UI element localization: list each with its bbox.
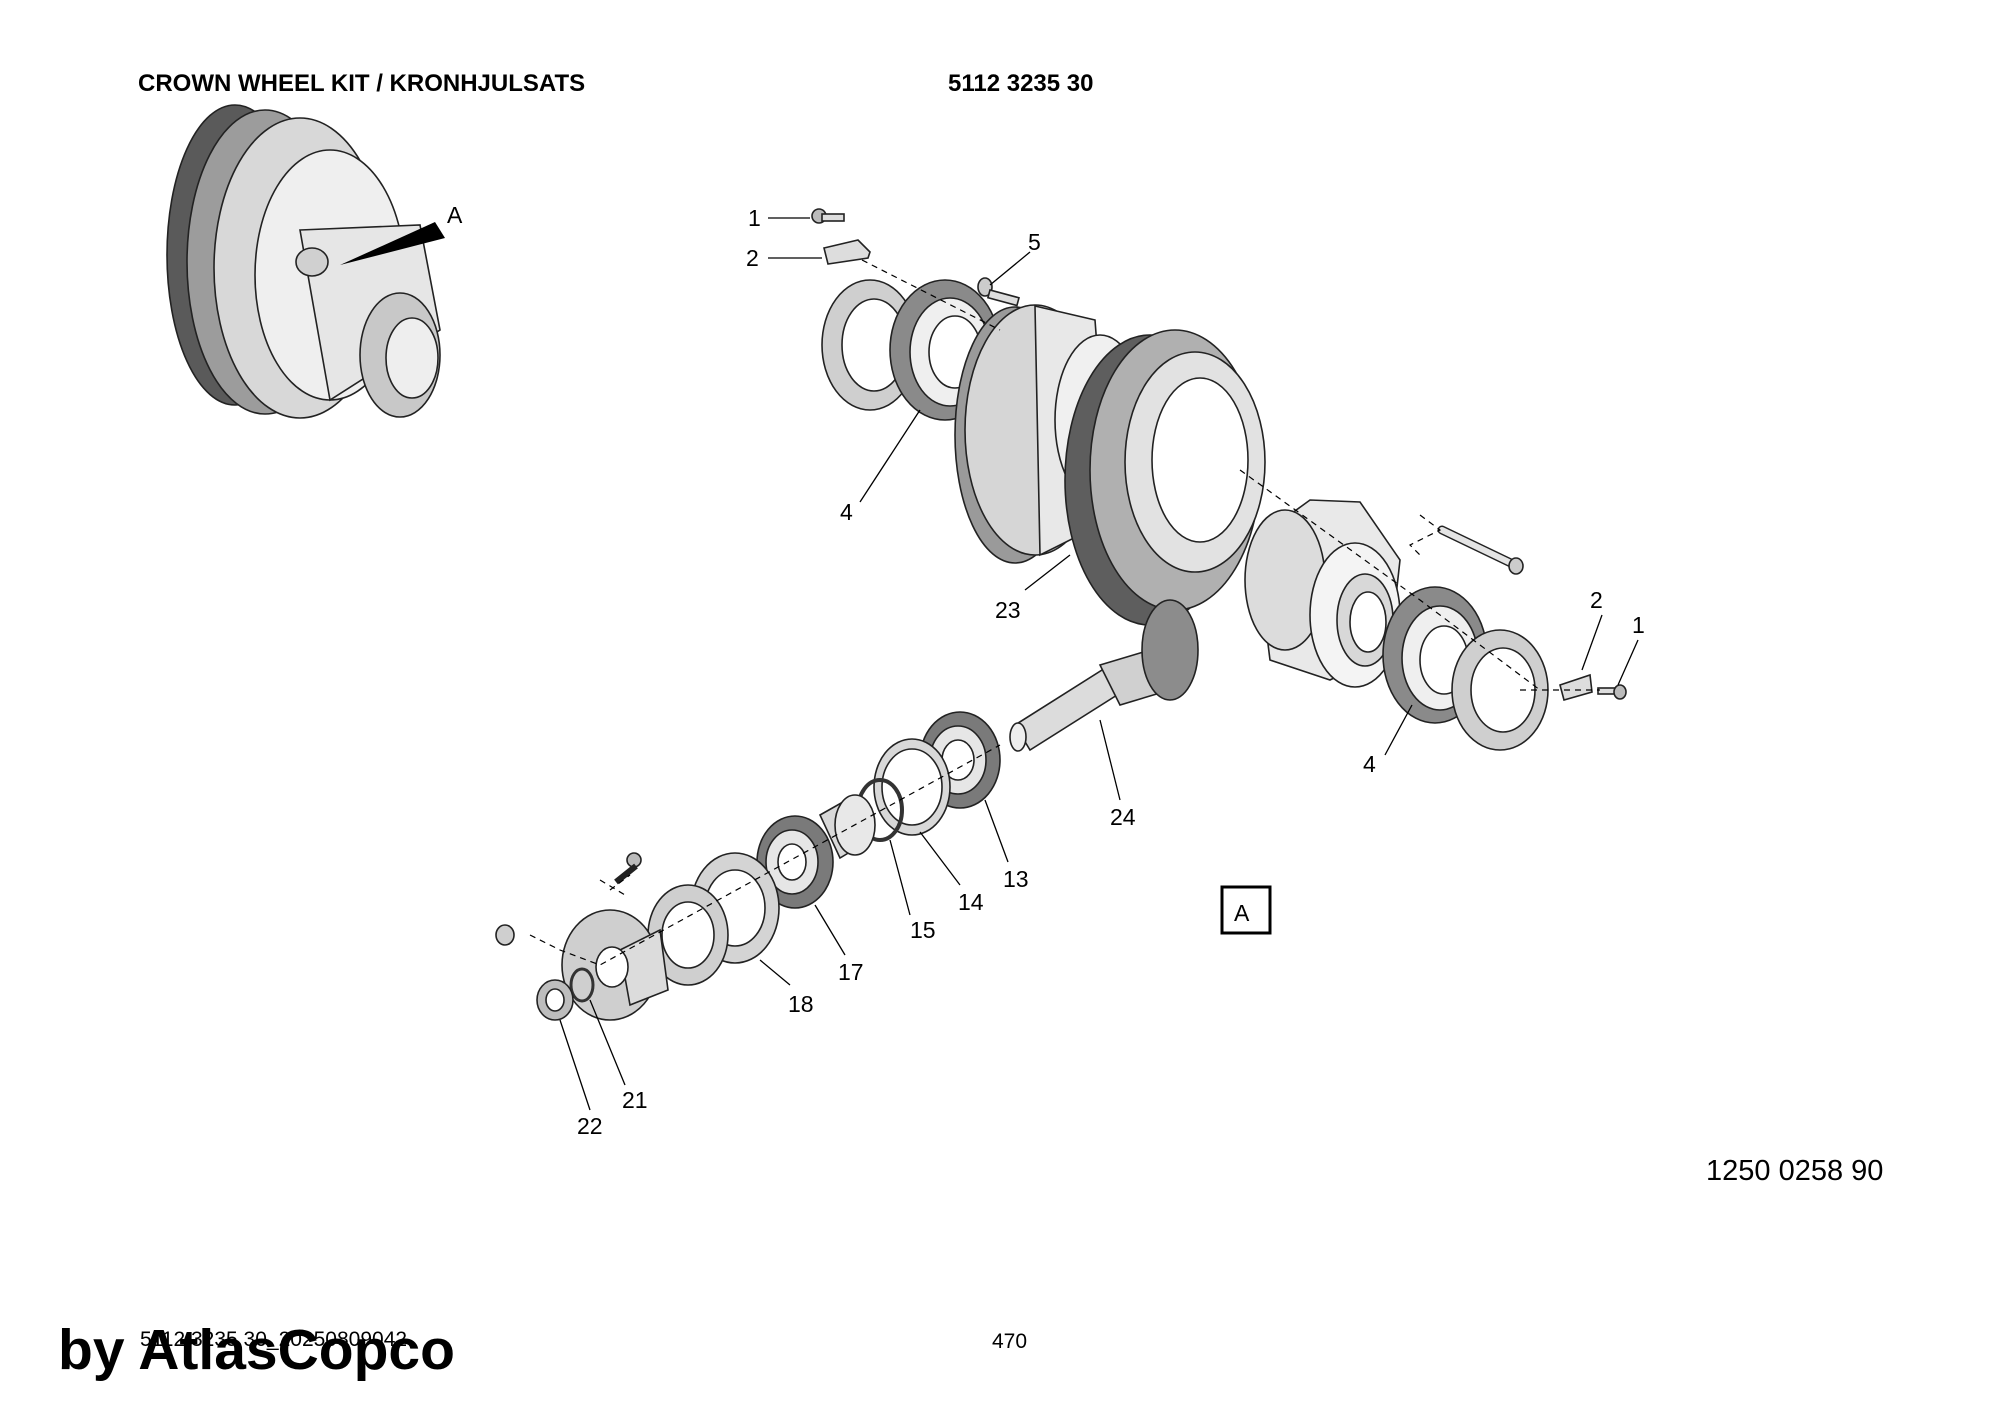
callout-1-top: 1 [748, 205, 761, 231]
leader-5 [989, 251, 1031, 286]
page-number: 470 [992, 1330, 1028, 1353]
detail-pointer-arrow [340, 222, 445, 265]
part-flange-nut [495, 924, 515, 946]
leader-22 [559, 1019, 591, 1111]
part-seal [647, 884, 729, 986]
part-pinion-nut [536, 979, 574, 1021]
callout-21: 21 [622, 1087, 648, 1113]
part-bearing-left [889, 279, 1001, 421]
part-bolt-right [1597, 684, 1627, 700]
callout-5: 5 [1028, 229, 1041, 255]
part-pinion-bearing-inner [756, 815, 834, 909]
view-a-box [1220, 885, 1272, 935]
leader-24 [1099, 719, 1121, 801]
callout-24: 24 [1110, 804, 1136, 830]
callout-18: 18 [788, 991, 814, 1017]
leader-13 [984, 799, 1009, 863]
part-crown-wheel [1064, 329, 1266, 626]
part-long-bolt [1437, 525, 1524, 575]
callout-4-right: 4 [1363, 751, 1376, 777]
assembly-axis-upper-right [1239, 469, 1541, 691]
callout-14: 14 [958, 889, 984, 915]
callout-2-top: 2 [746, 245, 759, 271]
watermark: by AtlasCopco [58, 1318, 455, 1382]
leader-15 [889, 839, 911, 916]
part-lock-plate-right [1559, 673, 1593, 701]
part-differential-case [1244, 499, 1401, 688]
assembly-axis-upper-left [861, 259, 1001, 331]
view-a-label: A [1234, 900, 1250, 926]
assembly-axis-pinion [529, 744, 1001, 966]
part-screw [977, 277, 1020, 307]
callout-23: 23 [995, 597, 1021, 623]
part-pinion-shaft [1009, 599, 1199, 752]
assembly-axis-flange-bolt [599, 874, 631, 896]
part-number: 5112 3235 30 [948, 70, 1094, 97]
callout-2-right: 2 [1590, 587, 1603, 613]
detail-label: A [447, 202, 463, 228]
part-adjusting-nut-right [1451, 629, 1549, 751]
callout-4-left: 4 [840, 499, 853, 525]
footer-reference: 5112 3235 30_20250809042 [140, 1328, 408, 1351]
leader-4-left [859, 409, 921, 503]
part-flange-bolt [614, 852, 642, 885]
part-bolt-top [811, 208, 845, 224]
detail-assembly-illustration [166, 104, 441, 419]
assembly-axis-long-bolt [1408, 514, 1442, 556]
document-number: 1250 0258 90 [1706, 1155, 1884, 1187]
leader-23 [1024, 554, 1071, 591]
callout-22: 22 [577, 1113, 603, 1139]
callout-17: 17 [838, 959, 864, 985]
leader-18 [759, 959, 791, 986]
leader-21 [589, 999, 626, 1086]
callout-15: 15 [910, 917, 936, 943]
part-o-ring [569, 967, 595, 1003]
leader-2-right [1581, 614, 1603, 671]
part-companion-flange [561, 909, 669, 1021]
leader-14 [919, 831, 961, 886]
page-title: CROWN WHEEL KIT / KRONHJULSATS [138, 70, 586, 97]
leader-17 [814, 904, 846, 956]
leader-4-right [1384, 704, 1413, 756]
part-shim-ring [873, 738, 951, 836]
part-lock-plate-top [823, 239, 871, 265]
leader-1-right [1617, 639, 1639, 686]
callout-1-right: 1 [1632, 612, 1645, 638]
callout-13: 13 [1003, 866, 1029, 892]
